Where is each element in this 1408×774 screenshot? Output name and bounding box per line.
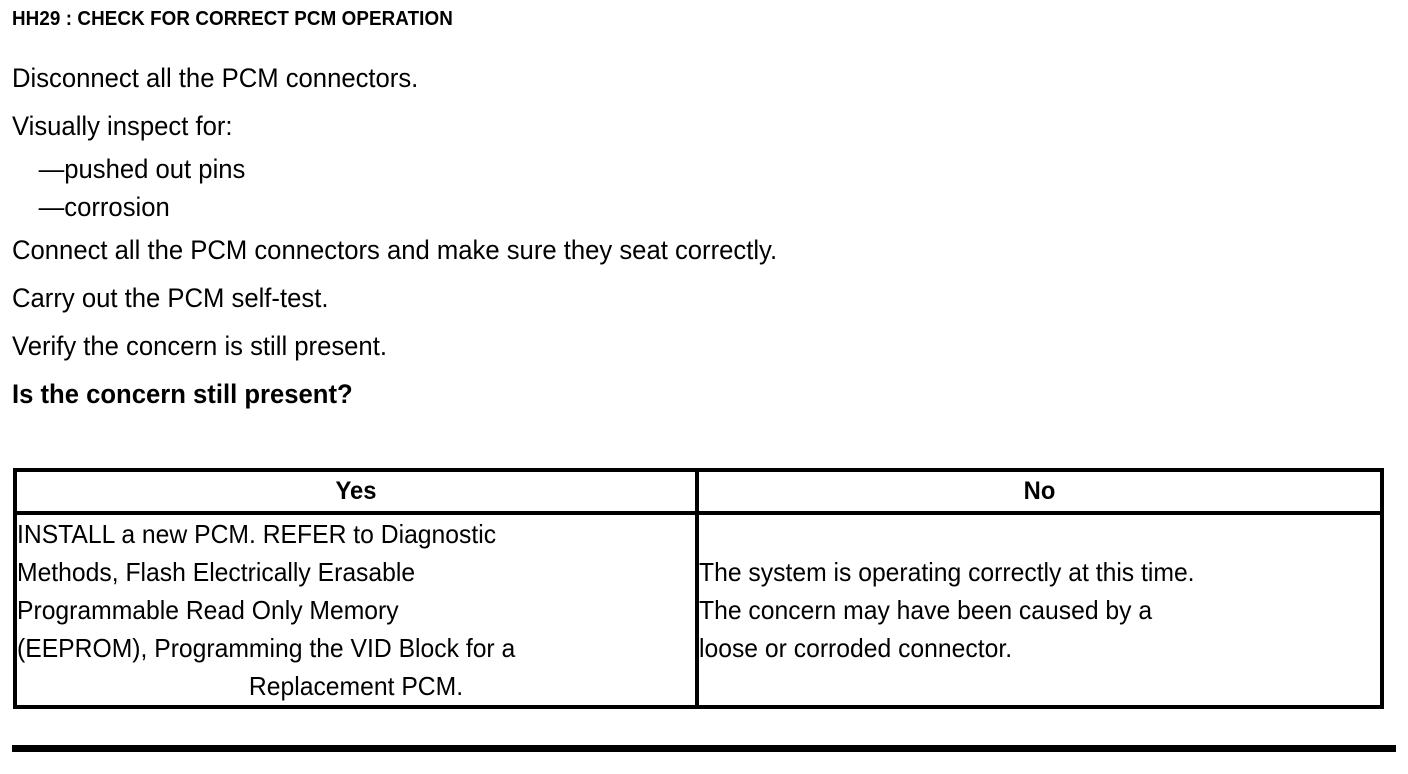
column-header-no: No — [712, 468, 1367, 515]
cell-yes-line-4: (EEPROM), Programming the VID Block for … — [17, 633, 516, 663]
cell-yes-action: INSTALL a new PCM. REFER to Diagnostic M… — [13, 511, 699, 709]
cell-yes-line-2: Methods, Flash Electrically Erasable — [17, 557, 416, 587]
table-row: INSTALL a new PCM. REFER to Diagnostic M… — [13, 511, 1384, 709]
cell-no-line-1: The system is operating correctly at thi… — [699, 557, 1195, 587]
instruction-line-connect: Connect all the PCM connectors and make … — [12, 235, 778, 265]
instruction-line-verify: Verify the concern is still present. — [12, 331, 387, 361]
cell-no-line-3: loose or corroded connector. — [699, 633, 1013, 663]
instruction-line-disconnect: Disconnect all the PCM connectors. — [12, 63, 419, 93]
column-header-yes: Yes — [30, 468, 682, 515]
cell-yes-line-1: INSTALL a new PCM. REFER to Diagnostic — [17, 519, 497, 549]
cell-no-action: The system is operating correctly at thi… — [695, 511, 1384, 709]
instruction-list: Disconnect all the PCM connectors. Visua… — [12, 54, 1212, 418]
cell-yes-line-3: Programmable Read Only Memory — [17, 595, 399, 625]
page-title: HH29 : CHECK FOR CORRECT PCM OPERATION — [12, 8, 453, 30]
bottom-divider — [12, 745, 1396, 752]
instruction-bullet-pushed-out-pins: —pushed out pins — [38, 154, 246, 184]
instruction-question: Is the concern still present? — [12, 379, 353, 409]
cell-no-line-2: The concern may have been caused by a — [699, 595, 1153, 625]
table-header-row: Yes No — [15, 468, 1382, 515]
instruction-line-self-test: Carry out the PCM self-test. — [12, 283, 329, 313]
decision-table: Yes No INSTALL a new PCM. REFER to Diagn… — [13, 468, 1384, 709]
instruction-bullet-corrosion: —corrosion — [38, 192, 170, 222]
instruction-line-visually-inspect: Visually inspect for: — [12, 111, 233, 141]
cell-yes-line-5: Replacement PCM. — [248, 671, 464, 701]
